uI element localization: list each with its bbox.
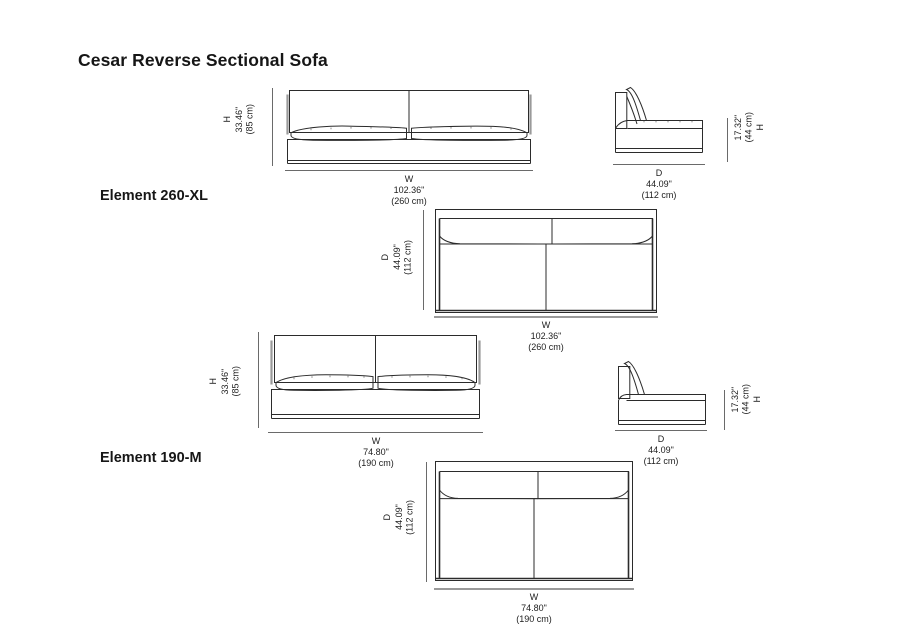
top-depth-extension-line-190m: [426, 462, 427, 582]
side-view-height-dimension-190m: H 17.32" (44 cm): [730, 384, 763, 415]
side-view-depth-dimension-190m: D 44.09" (112 cm): [606, 434, 716, 467]
front-view-260xl: [285, 88, 533, 168]
height-axis-letter: H: [222, 116, 232, 123]
side-height-cm-value-190m: (44 cm): [740, 384, 751, 415]
depth-inch-value: 44.09": [646, 179, 672, 189]
front-view-width-dimension-190m: W 74.80" (190 cm): [316, 436, 436, 469]
side-height-extension-line: [727, 118, 728, 162]
top-depth-inch-value-190m: 44.09": [393, 504, 404, 531]
top-view-front-edge-line: [434, 316, 658, 318]
side-height-cm-value: (44 cm): [743, 112, 754, 143]
width-cm-value: (260 cm): [391, 196, 427, 206]
side-height-inch-value-190m: 17.32": [730, 386, 740, 413]
depth-axis-letter: D: [655, 168, 663, 178]
top-width-axis-letter-190m: W: [529, 592, 539, 602]
top-width-inch-value: 102.36": [530, 331, 562, 341]
top-width-cm-value-190m: (190 cm): [516, 614, 552, 624]
width-cm-value-190m: (190 cm): [358, 458, 394, 468]
height-axis-letter-190m: H: [208, 378, 218, 385]
top-view-width-dimension-260xl: W 102.36" (260 cm): [486, 320, 606, 353]
depth-dimension-line: [613, 164, 705, 165]
height-extension-line: [272, 88, 273, 166]
top-depth-axis-letter-190m: D: [382, 514, 392, 521]
width-dimension-line: [285, 170, 533, 171]
width-axis-letter: W: [404, 174, 414, 184]
width-dimension-line-190m: [268, 432, 483, 433]
top-view-190m: [434, 460, 634, 582]
side-height-axis-letter-190m: H: [752, 396, 762, 403]
top-width-inch-value-190m: 74.80": [521, 603, 547, 613]
side-height-inch-value: 17.32": [733, 114, 743, 141]
side-view-260xl: [610, 84, 710, 168]
side-view-depth-dimension-260xl: D 44.09" (112 cm): [604, 168, 714, 201]
front-view-190m: [268, 332, 483, 430]
top-depth-extension-line: [423, 210, 424, 310]
element-label-260xl: Element 260-XL: [100, 188, 208, 204]
width-axis-letter-190m: W: [371, 436, 381, 446]
top-width-axis-letter: W: [541, 320, 551, 330]
depth-axis-letter-190m: D: [657, 434, 665, 444]
side-height-axis-letter: H: [755, 124, 765, 131]
height-cm-value: (85 cm): [244, 104, 254, 135]
depth-inch-value-190m: 44.09": [648, 445, 674, 455]
top-view-260xl: [434, 208, 658, 314]
front-view-height-dimension-190m: H 33.46" (85 cm): [208, 366, 241, 397]
top-view-width-dimension-190m: W 74.80" (190 cm): [474, 592, 594, 625]
front-view-width-dimension-260xl: W 102.36" (260 cm): [349, 174, 469, 207]
width-inch-value: 102.36": [393, 185, 425, 195]
height-extension-line-190m: [258, 332, 259, 428]
height-cm-value-190m: (85 cm): [230, 366, 240, 397]
depth-dimension-line-190m: [615, 430, 707, 431]
depth-cm-value-190m: (112 cm): [643, 456, 679, 466]
side-height-extension-line-190m: [724, 390, 725, 430]
height-inch-value-190m: 33.46": [219, 368, 230, 395]
element-label-190m: Element 190-M: [100, 450, 202, 466]
top-depth-cm-value: (112 cm): [402, 240, 412, 275]
page-title: Cesar Reverse Sectional Sofa: [78, 50, 328, 70]
top-depth-cm-value-190m: (112 cm): [404, 500, 414, 535]
top-width-cm-value: (260 cm): [528, 342, 564, 352]
top-view-depth-dimension-260xl: D 44.09" (112 cm): [380, 240, 413, 275]
top-view-front-edge-line-190m: [434, 588, 634, 590]
top-view-depth-dimension-190m: D 44.09" (112 cm): [382, 500, 415, 535]
side-view-height-dimension-260xl: H 17.32" (44 cm): [733, 112, 766, 143]
top-depth-inch-value: 44.09": [391, 244, 402, 271]
height-inch-value: 33.46": [233, 106, 244, 133]
top-depth-axis-letter: D: [380, 254, 390, 261]
depth-cm-value: (112 cm): [641, 190, 677, 200]
side-view-190m: [608, 358, 712, 438]
width-inch-value-190m: 74.80": [363, 447, 389, 457]
front-view-height-dimension-260xl: H 33.46" (85 cm): [222, 104, 255, 135]
